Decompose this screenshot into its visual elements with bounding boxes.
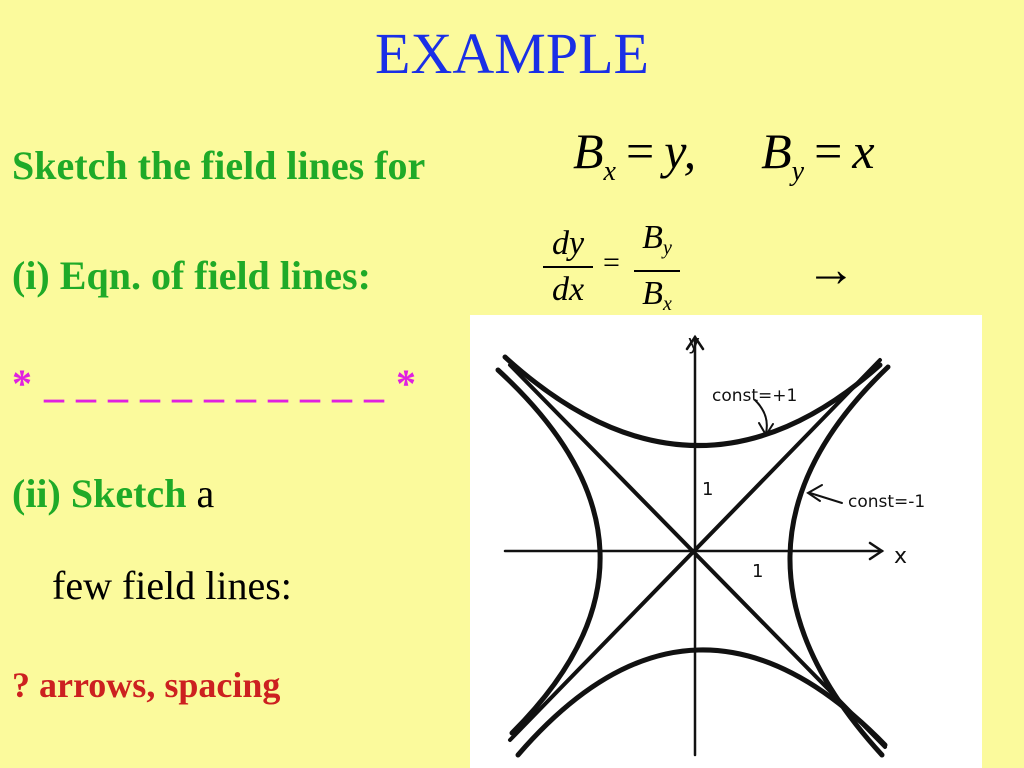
asymptote-diagonal-2	[508, 358, 882, 742]
frac-num-by-symbol: B	[642, 219, 663, 256]
asymptote-diagonal-1	[508, 363, 887, 749]
right-arrow-icon: →	[806, 241, 856, 297]
star-right: *	[396, 361, 417, 406]
hyperbola-top	[502, 354, 883, 448]
part-two-text-b: few field lines:	[52, 563, 292, 608]
frac-num-dy: dy	[551, 225, 585, 262]
note-upper-arrowhead	[758, 422, 774, 437]
slide-title: EXAMPLE	[375, 21, 649, 86]
dashes: _ _ _ _ _ _ _ _ _ _ _	[44, 361, 385, 406]
bx-value: y,	[664, 123, 697, 179]
part-two-text-a: a	[196, 471, 215, 516]
note-const-minus-one: const=-1	[848, 492, 925, 512]
part-one-label: (i)	[12, 253, 50, 298]
tick-y-one: 1	[702, 479, 713, 500]
part-one-text: Eqn. of field lines:	[59, 253, 371, 298]
fraction-equals: =	[603, 246, 620, 279]
sketch-svg: y x 1 1 const=+1 const=-1	[495, 330, 925, 758]
bx-symbol: B	[573, 123, 604, 179]
part-one: (i) Eqn. of field lines:	[12, 252, 371, 299]
y-axis-arrowhead	[685, 334, 705, 351]
field-equation: Bx=y, By=x	[573, 122, 875, 188]
blank-answer-line: * _ _ _ _ _ _ _ _ _ _ _ *	[12, 360, 417, 407]
bx-sub: x	[603, 156, 616, 187]
frac-den-bx-sub: x	[662, 293, 672, 315]
fraction-dy-dx: dy dx	[543, 224, 593, 310]
part-two-label: (ii) Sketch	[12, 471, 187, 516]
y-axis-label: y	[688, 330, 700, 354]
tick-x-one: 1	[752, 561, 763, 582]
hyperbola-right	[787, 364, 891, 758]
part-two: (ii) Sketch a	[12, 470, 214, 517]
note-const-plus-one: const=+1	[712, 386, 797, 406]
frac-den-bx-symbol: B	[642, 275, 663, 312]
note-right-arrow	[809, 492, 843, 504]
note-upper-arrow	[754, 399, 768, 434]
note-right-arrowhead	[806, 484, 823, 502]
by-symbol: B	[761, 123, 792, 179]
equals-sign-2: =	[814, 123, 843, 179]
prompt-text: Sketch the field lines for	[12, 143, 426, 188]
field-lines-sketch: y x 1 1 const=+1 const=-1	[470, 315, 982, 768]
x-axis-label: x	[894, 544, 907, 569]
by-value: x	[852, 123, 875, 179]
hint-question-mark: ?	[12, 665, 30, 705]
by-sub: y	[791, 156, 805, 187]
fraction-by-bx: By Bx	[634, 218, 680, 324]
hint-text: arrows, spacing	[39, 665, 281, 705]
fraction-bar	[543, 266, 593, 268]
hyperbola-bottom	[515, 647, 888, 758]
hyperbola-left	[495, 367, 603, 736]
frac-den-bx: Bx	[634, 274, 680, 324]
frac-num-by-sub: y	[662, 237, 672, 259]
equals-sign: =	[625, 123, 655, 179]
frac-num-by: By	[634, 218, 680, 268]
fraction-bar-2	[634, 270, 680, 272]
hint: ? arrows, spacing	[12, 664, 280, 706]
star-left: *	[12, 361, 33, 406]
x-axis-arrowhead	[868, 541, 885, 561]
frac-den-dx: dx	[551, 271, 585, 308]
